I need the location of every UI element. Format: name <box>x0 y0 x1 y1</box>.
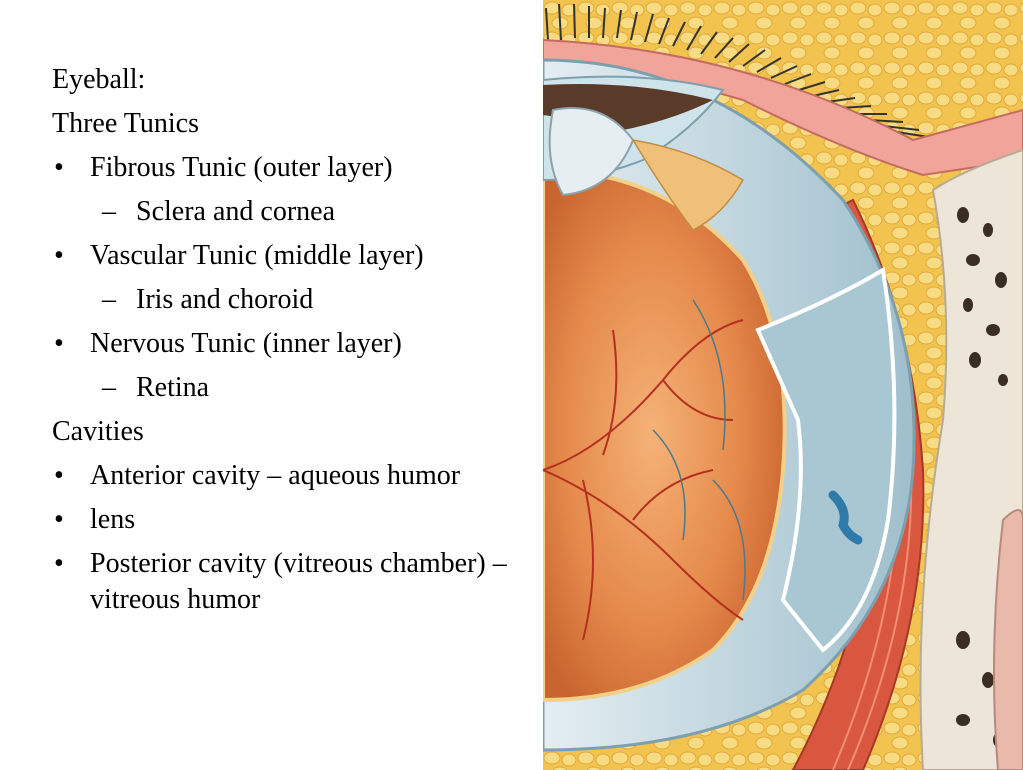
lens <box>548 107 635 197</box>
bullet-icon: • <box>54 152 64 183</box>
bullet-nervous-tunic: • Nervous Tunic (inner layer) <box>52 326 532 362</box>
bullet-text: Anterior cavity – aqueous humor <box>90 460 461 491</box>
sub-text: Iris and choroid <box>136 284 314 315</box>
heading-eyeball: Eyeball: <box>52 64 146 95</box>
slide-text: Eyeball: Three Tunics • Fibrous Tunic (o… <box>52 62 532 626</box>
bullet-text: Fibrous Tunic (outer layer) <box>90 152 393 183</box>
dash-icon: – <box>102 284 116 315</box>
sub-sclera-cornea: – Sclera and cornea <box>52 194 532 230</box>
eyeball-cross-section-illustration <box>543 0 1023 770</box>
dash-icon: – <box>102 372 116 403</box>
bullet-text: Posterior cavity (vitreous chamber) – vi… <box>90 548 507 615</box>
bullet-icon: • <box>54 548 64 579</box>
bullet-icon: • <box>54 240 64 271</box>
bullet-text: lens <box>90 504 136 535</box>
heading-three-tunics: Three Tunics <box>52 108 199 139</box>
sub-text: Retina <box>136 372 210 403</box>
choroid-veins <box>652 299 746 601</box>
bullet-text: Vascular Tunic (middle layer) <box>90 240 424 271</box>
bone-pores <box>956 207 1008 747</box>
adjacent-tissue <box>993 509 1023 770</box>
bullet-text: Nervous Tunic (inner layer) <box>90 328 402 359</box>
ciliary-body <box>631 138 745 231</box>
retinal-blood-vessels <box>543 319 744 641</box>
bullet-lens: • lens <box>52 502 532 538</box>
sub-iris-choroid: – Iris and choroid <box>52 282 532 318</box>
bullet-anterior-cavity: • Anterior cavity – aqueous humor <box>52 458 532 494</box>
bullet-vascular-tunic: • Vascular Tunic (middle layer) <box>52 238 532 274</box>
sub-retina: – Retina <box>52 370 532 406</box>
bullet-posterior-cavity: • Posterior cavity (vitreous chamber) – … <box>52 546 532 618</box>
vortex-vein <box>828 490 863 545</box>
sclera-flap <box>755 266 897 653</box>
bullet-icon: • <box>54 460 64 491</box>
heading-cavities: Cavities <box>52 416 144 447</box>
dash-icon: – <box>102 196 116 227</box>
bullet-fibrous-tunic: • Fibrous Tunic (outer layer) <box>52 150 532 186</box>
bullet-icon: • <box>54 328 64 359</box>
sub-text: Sclera and cornea <box>136 196 335 227</box>
bullet-icon: • <box>54 504 64 535</box>
